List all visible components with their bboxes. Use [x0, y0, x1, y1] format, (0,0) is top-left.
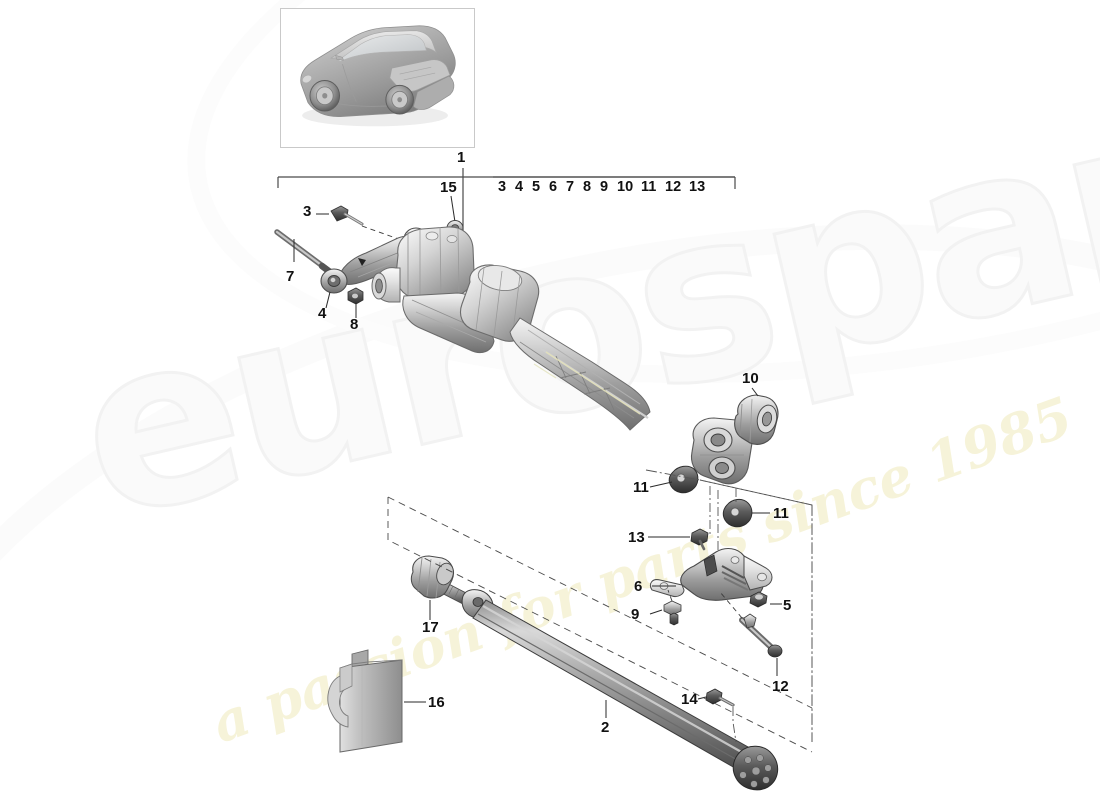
bracket-range-number-6: 6 [549, 179, 558, 195]
part-2-propeller-shaft [431, 577, 779, 791]
part-3-bolt [330, 205, 364, 226]
callout-1: 1 [457, 149, 466, 166]
callout-3: 3 [303, 203, 312, 220]
callout-9: 9 [631, 606, 640, 623]
callout-9-leader [649, 609, 663, 615]
assembly-bracket-line [277, 168, 736, 232]
callout-8: 8 [350, 316, 359, 333]
group-boundary-dashed [387, 496, 813, 753]
part-16-oil-bottle [327, 649, 403, 753]
callout-17: 17 [422, 619, 439, 636]
assembly-dash-9 [667, 589, 673, 602]
bracket-range-number-10: 10 [617, 179, 634, 195]
assembly-dashdot-14 [732, 707, 737, 743]
assembly-dash-12 [719, 591, 743, 619]
bracket-range-number-8: 8 [583, 179, 592, 195]
callout-11-right: 11 [773, 505, 789, 522]
part-9-flange-bolt [663, 600, 682, 626]
callout-10-leader [751, 387, 759, 397]
callout-13: 13 [628, 529, 645, 546]
part-12-long-bolt [739, 613, 783, 658]
callout-11-left: 11 [633, 479, 649, 496]
bracket-range-number-13: 13 [689, 179, 706, 195]
part-11-washer-right [722, 498, 753, 528]
rear-mounting-head [690, 417, 753, 485]
part-8-nut [347, 287, 364, 305]
front-differential-assembly [371, 226, 651, 431]
callout-10: 10 [742, 370, 759, 387]
callout-4: 4 [318, 305, 327, 322]
bracket-range-number-11: 11 [641, 179, 657, 195]
callout-14: 14 [681, 691, 698, 708]
callout-14-leader [697, 696, 707, 700]
callout-15-leader [450, 195, 456, 223]
bracket-range-number-7: 7 [566, 179, 575, 195]
callout-4-leader [325, 291, 331, 309]
part-6-support-bracket [649, 547, 773, 601]
callout-12: 12 [772, 678, 789, 695]
bracket-range-number-9: 9 [600, 179, 609, 195]
callout-15: 15 [440, 179, 457, 196]
callout-11-left-leader [649, 481, 673, 488]
part-10-mount-bush [734, 394, 779, 445]
assembly-dashdot-mount [709, 486, 737, 560]
part-17-shaft-boot [410, 555, 455, 599]
part-5-collar-nut [749, 591, 768, 608]
callout-16: 16 [428, 694, 445, 711]
part-13-stud [690, 528, 709, 551]
callout-7: 7 [286, 268, 295, 285]
car-illustration [300, 25, 456, 127]
callout-5: 5 [783, 597, 792, 614]
callout-2: 2 [601, 719, 610, 736]
part-11-washer-left [668, 465, 699, 494]
part-14-flange-screw [705, 688, 735, 707]
bracket-range-number-5: 5 [532, 179, 541, 195]
vehicle-thumbnail-frame [280, 8, 475, 148]
callout-6: 6 [634, 578, 643, 595]
bracket-range-number-12: 12 [665, 179, 682, 195]
bracket-range-number-4: 4 [515, 179, 524, 195]
bracket-range-number-3: 3 [498, 179, 507, 195]
